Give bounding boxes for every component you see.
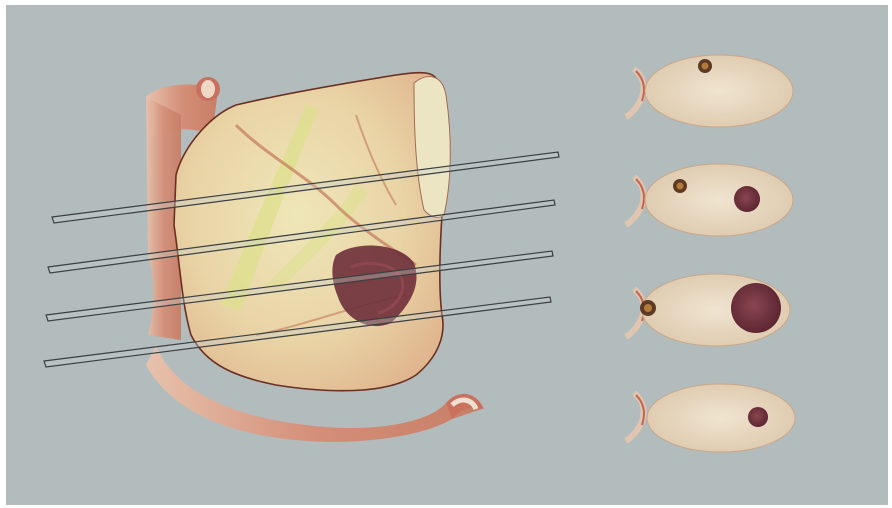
medical-illustration [6,5,888,505]
lesion [748,407,768,427]
lesion [734,186,760,212]
cross-section-slice [626,384,795,452]
cross-section-slice [626,164,793,236]
cross-section-slice [626,55,793,127]
cross-sections [626,55,795,452]
organ-illustration [146,73,484,442]
illustration-canvas [6,5,888,505]
cross-section-slice [626,274,790,346]
lesion [731,283,781,333]
